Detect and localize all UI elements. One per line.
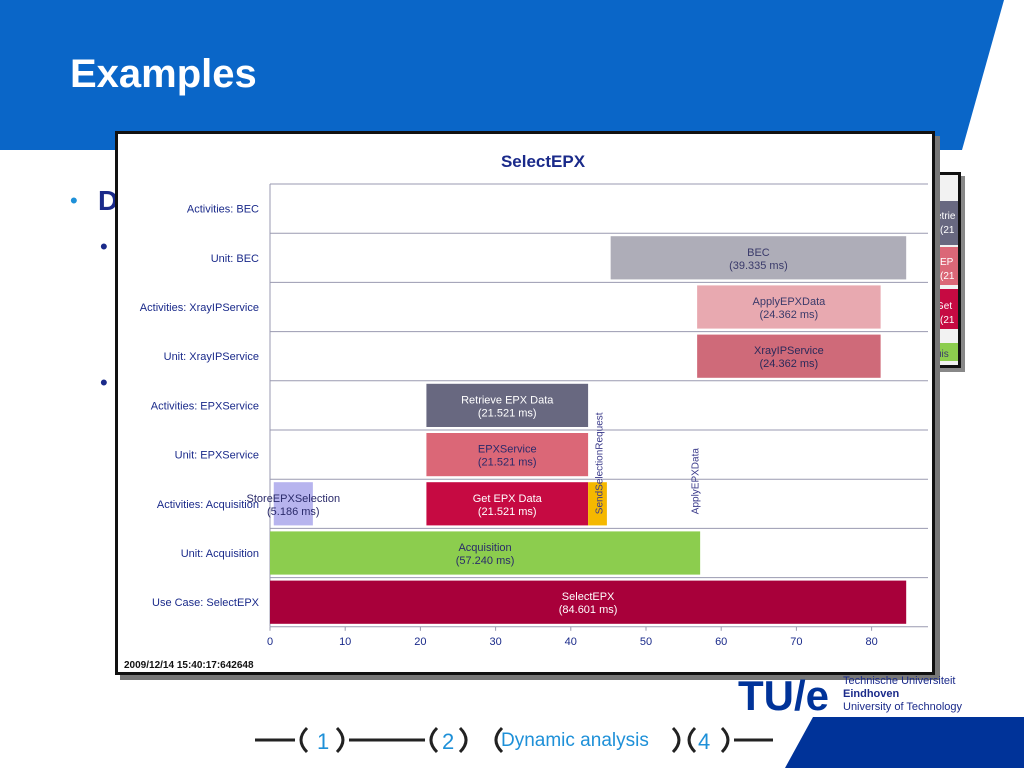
bar-label: StoreEPXSelection [247,493,341,505]
sub-bullet-marker: • [100,370,108,395]
footer-band [785,717,1024,768]
header-blue-shape [0,0,1004,150]
back-label: EP [940,257,954,268]
bullet-marker: • [70,188,78,213]
bar-duration: (24.362 ms) [760,358,819,370]
gantt-bar[interactable] [426,383,589,427]
section-navigation: 1 2 Dynamic analysis 4 [255,726,773,754]
bar-duration: (21.521 ms) [478,506,537,518]
gantt-bar[interactable] [426,433,589,477]
x-tick-label: 10 [339,636,351,648]
gantt-bar[interactable] [273,482,313,526]
row-label: Use Case: SelectEPX [152,597,260,609]
header-band [0,0,1004,150]
row-layer: Activities: BEC Unit: BEC Activities: Xray… [140,183,928,628]
nav-bracket-close [671,726,681,754]
bullet-text: D [98,185,119,216]
nav-bracket-open [494,726,504,754]
x-tick-label: 40 [565,636,577,648]
event-label: ApplyEPXData [691,448,702,515]
bar-duration: (57.240 ms) [456,555,515,567]
nav-bracket-close [335,726,345,754]
back-label: uis [936,349,949,360]
back-label: (21 [940,225,955,236]
nav-bracket-close [720,726,730,754]
nav-item-1[interactable]: 1 [317,729,329,754]
row-label: Unit: Acquisition [181,548,259,560]
x-tick-label: 60 [715,636,727,648]
nav-item-2[interactable]: 2 [442,729,454,754]
row-label: Unit: EPXService [175,450,259,462]
bar-duration: (24.362 ms) [760,309,819,321]
x-tick-label: 0 [267,636,273,648]
row-label: Activities: BEC [187,204,259,216]
institution-name-line: University of Technology [843,701,963,713]
row-label: Activities: EPXService [151,400,259,412]
row-label: Unit: XrayIPService [164,351,259,363]
gantt-bar[interactable] [270,531,701,575]
nav-item-current[interactable]: Dynamic analysis [501,730,649,751]
nav-bracket-close [458,726,468,754]
row-label: Activities: Acquisition [157,499,259,511]
gantt-bar[interactable] [697,334,881,378]
bar-label: BEC [747,247,770,259]
x-tick-label: 30 [489,636,501,648]
x-tick-label: 50 [640,636,652,648]
bar-label: ApplyEPXData [752,296,826,308]
row-label: Activities: XrayIPService [140,302,259,314]
gantt-bar[interactable] [426,482,589,526]
nav-item-4[interactable]: 4 [698,729,710,754]
chart-title: SelectEPX [501,152,586,171]
slide-title: Examples [70,52,257,96]
bar-label: EPXService [478,444,537,456]
bar-label: XrayIPService [754,345,824,357]
bar-label: SelectEPX [562,591,615,603]
bar-duration: (84.601 ms) [559,604,618,616]
x-tick-label: 20 [414,636,426,648]
logo-mark: TU/e [738,672,829,718]
sub-bullet-marker: • [100,234,108,259]
institution-name-line: Eindhoven [843,688,900,700]
bar-label: Acquisition [458,542,511,554]
back-label: (21 [940,271,955,282]
tue-logo: TU/e [738,672,829,718]
bar-duration: (21.521 ms) [478,407,537,419]
bar-label: Retrieve EPX Data [461,394,554,406]
x-tick-label: 80 [865,636,877,648]
bar-layer: BEC(39.335 ms)ApplyEPXData(24.362 ms)Xra… [247,236,907,624]
nav-bracket-open [429,726,439,754]
x-tick-label: 70 [790,636,802,648]
institution-name-line: Technische Universiteit [843,675,956,687]
row-label: Unit: BEC [211,253,259,265]
back-label: (21 [940,315,955,326]
nav-bracket-open [687,726,697,754]
gantt-bar[interactable] [610,236,907,280]
back-label: Get [936,301,952,312]
bar-duration: (39.335 ms) [729,260,788,272]
back-label: etrie [936,211,956,222]
footer-blue-shape [785,717,1024,768]
event-label: SendSelectionRequest [594,412,605,514]
nav-bracket-open [299,726,309,754]
bar-duration: (5.186 ms) [267,506,320,518]
bar-label: Get EPX Data [473,493,543,505]
gantt-bar[interactable] [270,580,907,624]
gantt-bar[interactable] [588,482,607,526]
x-axis: 0 10 20 30 40 50 60 70 80 [267,626,878,648]
bar-duration: (21.521 ms) [478,457,537,469]
gantt-bar[interactable] [697,285,881,329]
timestamp: 2009/12/14 15:40:17:642648 [124,660,254,671]
